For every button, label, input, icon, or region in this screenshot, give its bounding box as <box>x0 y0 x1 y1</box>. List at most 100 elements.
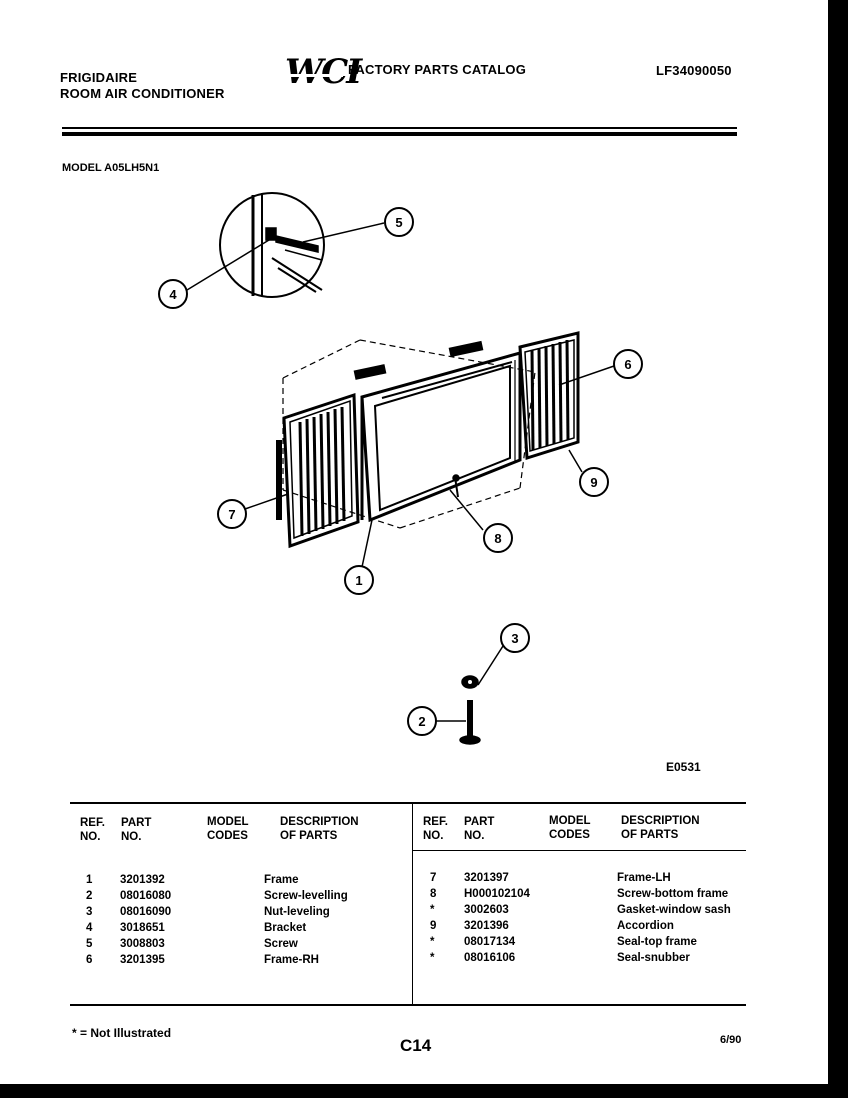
cell-ref: * <box>430 936 435 948</box>
svg-text:2: 2 <box>418 714 425 729</box>
catalog-title: FACTORY PARTS CATALOG <box>348 62 527 77</box>
cell-ref: 7 <box>430 872 437 884</box>
bottom-frame-screw <box>452 474 460 498</box>
cell-model <box>549 888 617 904</box>
cell-ref: * <box>430 904 435 916</box>
cell-desc: Screw <box>264 938 298 950</box>
cell-ref: * <box>430 952 435 964</box>
parts-row: * 08016106 Seal-snubber <box>430 952 747 968</box>
svg-text:3: 3 <box>511 631 518 646</box>
cell-part: 08016090 <box>120 906 172 918</box>
cell-ref: 5 <box>86 938 93 950</box>
table-rule-bottom <box>70 1004 746 1006</box>
parts-row: 6 3201395 Frame-RH <box>86 954 374 970</box>
page-number: C14 <box>400 1036 432 1055</box>
cell-desc: Frame-LH <box>617 872 671 884</box>
cell-ref: 6 <box>86 954 93 966</box>
left-header-ref: REF.NO. <box>80 817 105 843</box>
parts-row: 1 3201392 Frame <box>86 874 374 890</box>
callout-4: 4 <box>158 279 188 309</box>
cell-desc: Bracket <box>264 922 307 934</box>
table-rule-top <box>70 802 746 804</box>
cell-model <box>549 904 617 920</box>
frame-lh <box>276 392 360 549</box>
cell-model <box>206 874 264 890</box>
svg-text:8: 8 <box>494 531 501 546</box>
parts-row: * 08017134 Seal-top frame <box>430 936 747 952</box>
cell-desc: Gasket-window sash <box>617 904 731 916</box>
cell-part: 08016106 <box>464 952 516 964</box>
cell-desc: Screw-bottom frame <box>617 888 729 900</box>
callout-3: 3 <box>500 623 530 653</box>
cell-model <box>206 922 264 938</box>
parts-row: * 3002603 Gasket-window sash <box>430 904 747 920</box>
svg-text:6: 6 <box>624 357 631 372</box>
cell-part: 3002603 <box>464 904 509 916</box>
cell-model <box>549 936 617 952</box>
parts-row: 9 3201396 Accordion <box>430 920 747 936</box>
exploded-parts-diagram: 5 4 6 9 7 8 1 3 2 <box>158 192 643 745</box>
wci-logo: WCI <box>285 52 362 92</box>
callout-1: 1 <box>344 565 374 595</box>
cell-model <box>549 952 617 968</box>
cell-model <box>206 890 264 906</box>
callout-7: 7 <box>217 499 247 529</box>
cell-desc: Frame-RH <box>264 954 319 966</box>
main-frame <box>360 351 522 523</box>
cell-part: 3201396 <box>464 920 509 932</box>
cell-desc: Frame <box>264 874 299 886</box>
parts-row: 3 08016090 Nut-leveling <box>86 906 374 922</box>
catalog-number: LF34090050 <box>656 63 732 78</box>
cell-part: 3008803 <box>120 938 165 950</box>
frame-rh <box>518 331 580 461</box>
cell-ref: 8 <box>430 888 437 900</box>
seal-top-frame <box>353 364 387 380</box>
cell-desc: Seal-snubber <box>617 952 690 964</box>
svg-text:4: 4 <box>169 287 177 302</box>
scan-border-bottom <box>0 1084 848 1098</box>
cell-ref: 4 <box>86 922 93 934</box>
callout-9: 9 <box>579 467 609 497</box>
bracket-detail-view <box>219 192 325 298</box>
cell-part: 3201392 <box>120 874 165 886</box>
cell-model <box>549 872 617 888</box>
cell-part: 08017134 <box>464 936 516 948</box>
callout-2: 2 <box>407 706 437 736</box>
cell-part: 3201395 <box>120 954 165 966</box>
svg-text:7: 7 <box>228 507 235 522</box>
callout-5: 5 <box>384 207 414 237</box>
cell-ref: 9 <box>430 920 437 932</box>
right-header-ref: REF.NO. <box>423 816 448 842</box>
table-header-rule-right <box>412 850 746 851</box>
brand-name: FRIGIDAIRE <box>60 70 138 85</box>
cell-ref: 2 <box>86 890 93 902</box>
cell-desc: Seal-top frame <box>617 936 697 948</box>
logo-stripe <box>283 74 343 77</box>
seal-snubber <box>448 340 484 358</box>
not-illustrated-note: * = Not Illustrated <box>72 1026 172 1040</box>
cell-part: 3201397 <box>464 872 509 884</box>
cell-desc: Nut-leveling <box>264 906 330 918</box>
parts-row: 5 3008803 Screw <box>86 938 374 954</box>
cell-model <box>206 906 264 922</box>
callout-6: 6 <box>613 349 643 379</box>
cell-ref: 1 <box>86 874 93 886</box>
catalog-date: 6/90 <box>720 1034 742 1046</box>
leveling-screw-and-nut <box>459 675 481 745</box>
header-rule-top <box>62 127 737 129</box>
header-rule-bottom <box>62 132 737 136</box>
cell-ref: 3 <box>86 906 93 918</box>
cell-desc: Accordion <box>617 920 674 932</box>
cell-part: 08016080 <box>120 890 172 902</box>
svg-text:9: 9 <box>590 475 597 490</box>
svg-text:5: 5 <box>395 215 402 230</box>
